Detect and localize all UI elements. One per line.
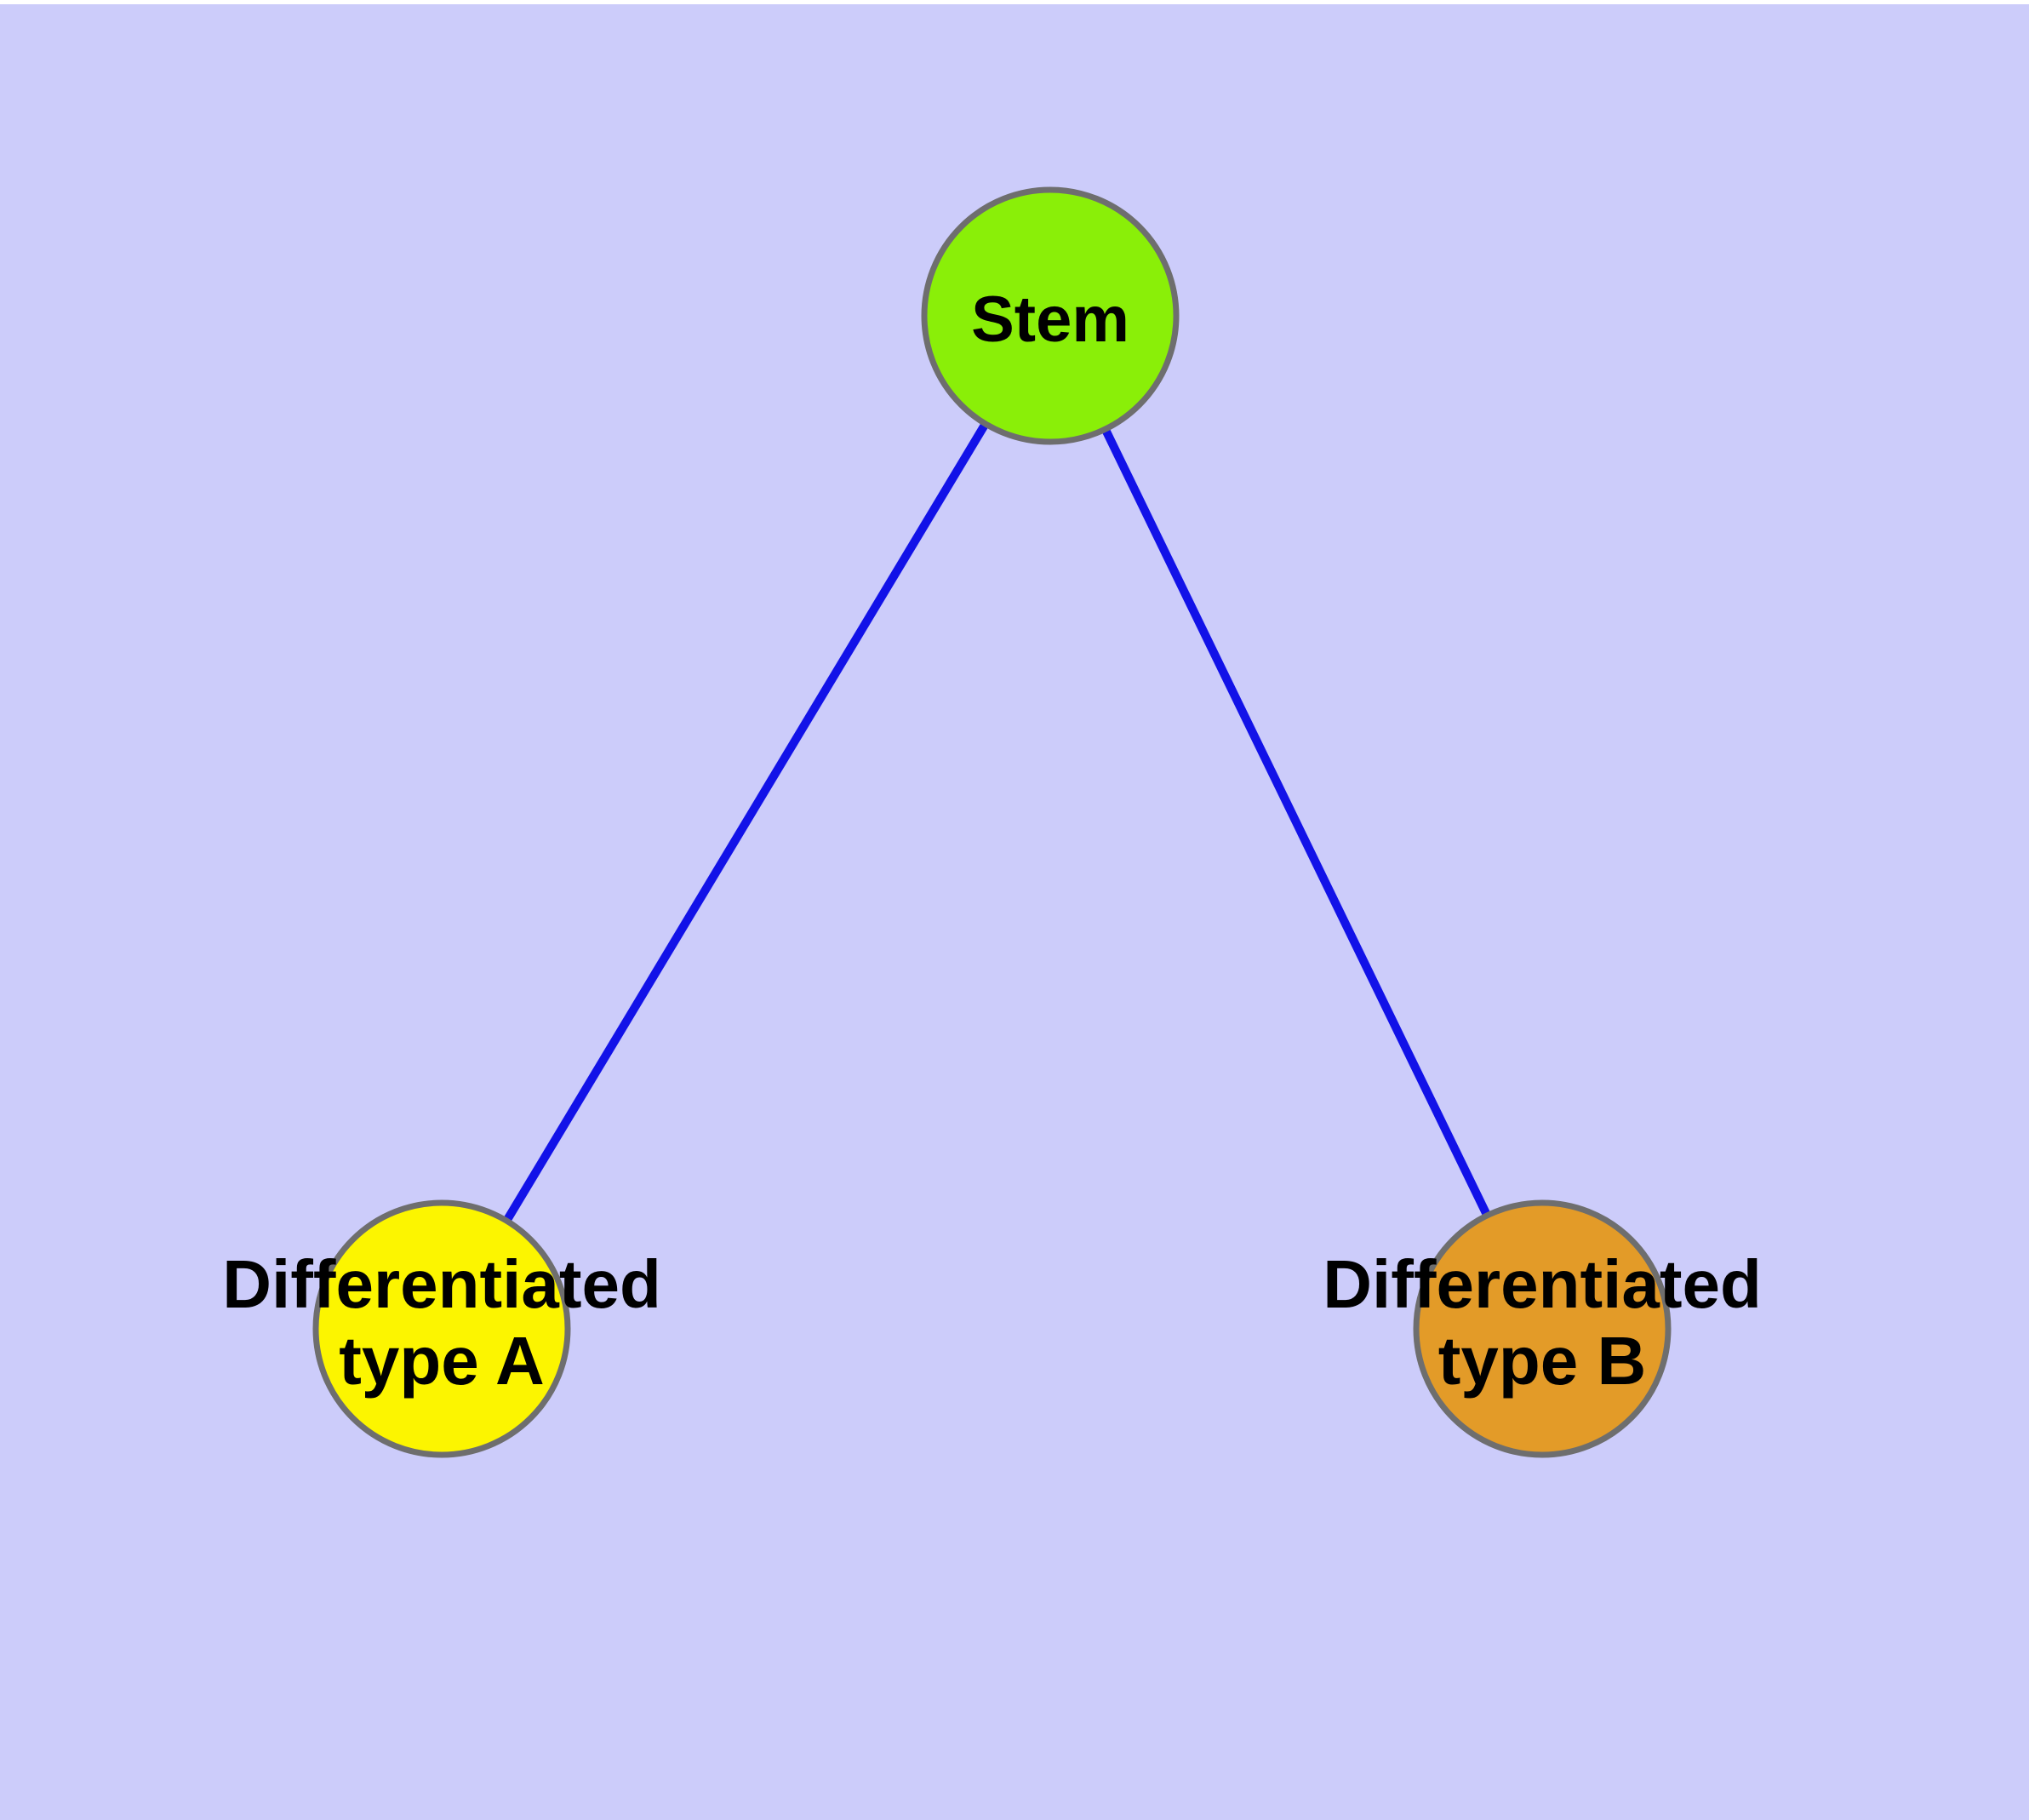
- node-layer: [312, 186, 1672, 1458]
- edge-stem-to-diff-b: [1046, 313, 1546, 1331]
- edge-stem-to-diff-a: [437, 313, 1055, 1331]
- node-diff-b[interactable]: [1413, 1199, 1672, 1458]
- node-stem[interactable]: [921, 186, 1180, 445]
- edge-layer: [437, 313, 1546, 1331]
- node-diff-a[interactable]: [312, 1199, 571, 1458]
